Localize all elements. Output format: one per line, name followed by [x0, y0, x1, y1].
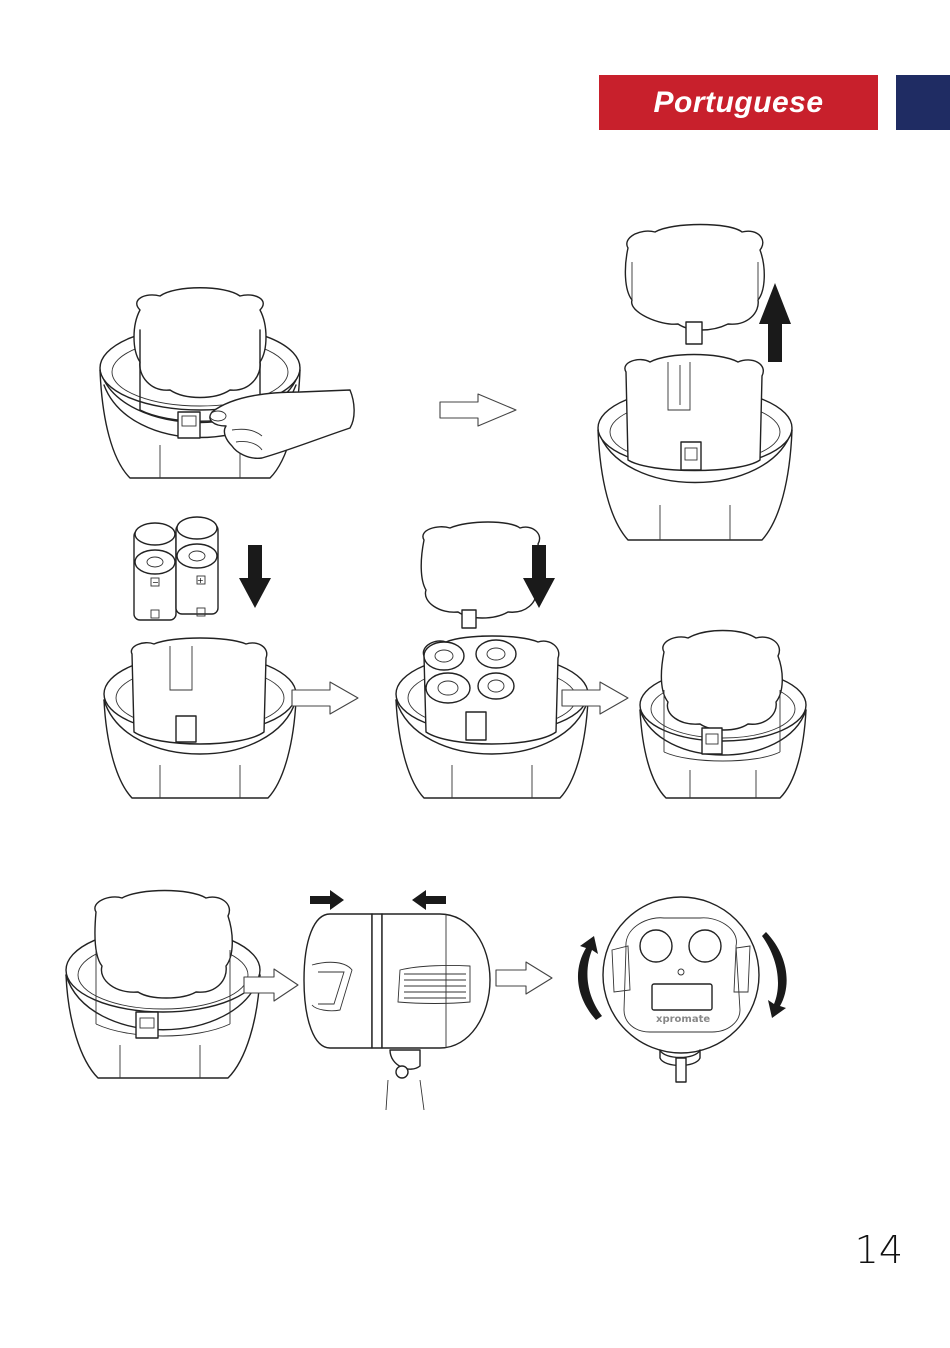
hollow-arrow-right-icon: [496, 962, 552, 994]
rotate-right-arrow-icon: [762, 932, 787, 1018]
page-number: 14: [855, 1228, 903, 1272]
solid-arrow-up-icon: [759, 283, 791, 362]
step-6-assembled-figure: [66, 891, 260, 1079]
solid-arrow-right-icon: [310, 890, 344, 910]
hollow-arrow-right-icon: [292, 682, 358, 714]
solid-arrow-left-icon: [412, 890, 446, 910]
step-1-press-release-figure: [100, 288, 354, 478]
brand-mark: xpromate: [656, 1014, 710, 1025]
step-4-replace-cap-figure: [396, 522, 588, 798]
battery-minus-sign: −: [152, 578, 159, 587]
step-3-insert-batteries-figure: − +: [104, 517, 296, 798]
step-8-rotate-head-figure: xpromate: [578, 897, 787, 1082]
step-2-remove-cap-figure: [598, 225, 792, 541]
step-7-side-view-figure: [304, 890, 490, 1110]
d-cell-batteries: − +: [134, 517, 218, 620]
solid-arrow-down-icon: [239, 545, 271, 608]
hollow-arrow-right-icon: [440, 394, 516, 426]
battery-plus-sign: +: [197, 576, 204, 585]
step-5-assembled-figure: [640, 631, 806, 799]
rotate-left-arrow-icon: [578, 936, 602, 1020]
